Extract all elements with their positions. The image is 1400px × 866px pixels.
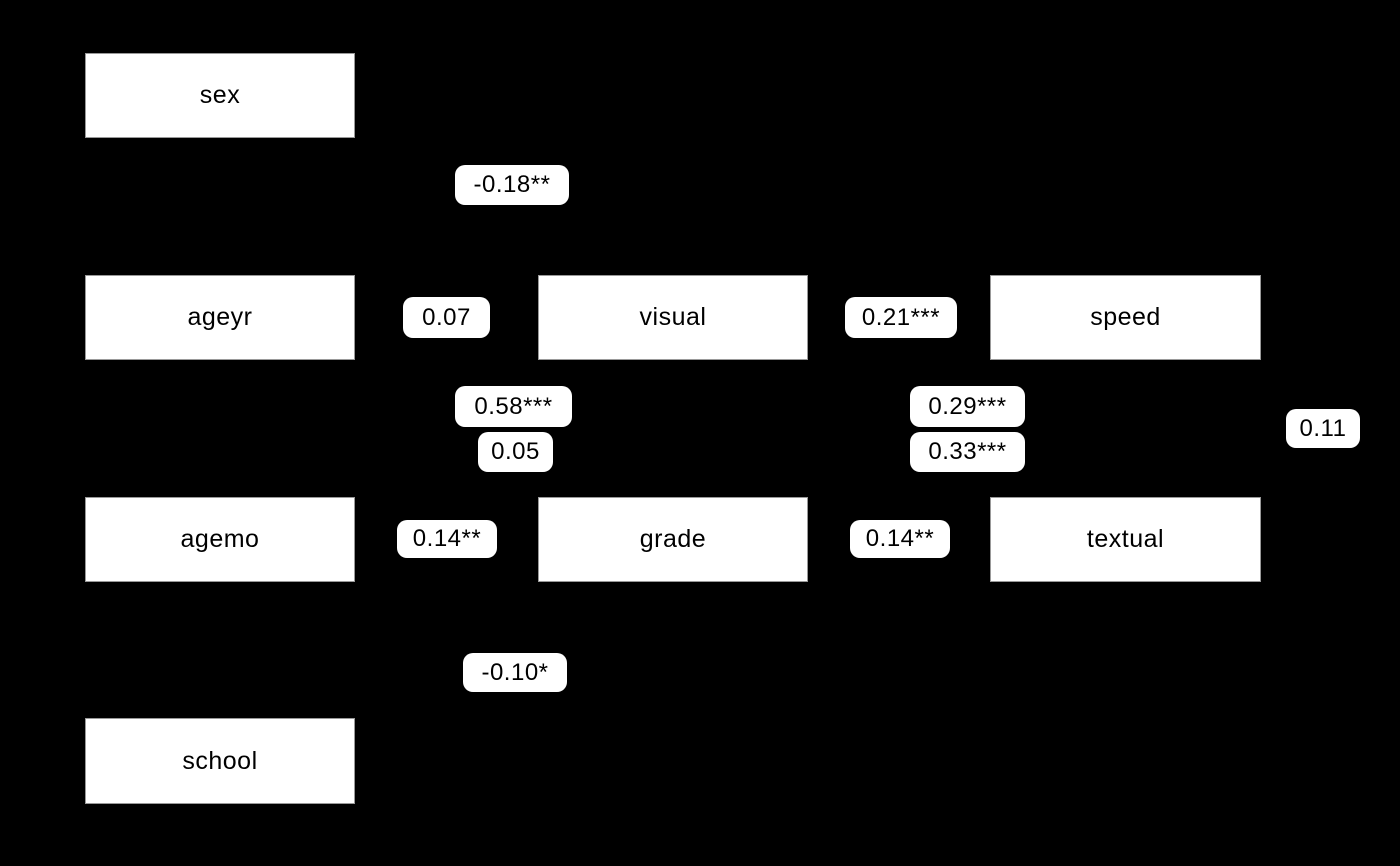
node-sex: sex: [85, 53, 355, 138]
node-agemo: agemo: [85, 497, 355, 582]
path-coefficient-label-0-33: 0.33***: [910, 432, 1025, 472]
path-coefficient-label-0-14-right: 0.14**: [850, 520, 950, 558]
node-school: school: [85, 718, 355, 804]
path-coefficient-label-0-58: 0.58***: [455, 386, 572, 427]
path-coefficient-label-0-11: 0.11: [1286, 409, 1360, 448]
path-coefficient-label-0-14-left: 0.14**: [397, 520, 497, 558]
node-speed: speed: [990, 275, 1261, 360]
path-coefficient-label-0-21: 0.21***: [845, 297, 957, 338]
path-coefficient-label-0-07: 0.07: [403, 297, 490, 338]
node-textual: textual: [990, 497, 1261, 582]
node-ageyr: ageyr: [85, 275, 355, 360]
path-coefficient-label-neg-0-10: -0.10*: [463, 653, 567, 692]
node-visual: visual: [538, 275, 808, 360]
path-coefficient-label-0-29: 0.29***: [910, 386, 1025, 427]
node-grade: grade: [538, 497, 808, 582]
path-coefficient-label-neg-0-18: -0.18**: [455, 165, 569, 205]
path-coefficient-label-0-05: 0.05: [478, 432, 553, 472]
